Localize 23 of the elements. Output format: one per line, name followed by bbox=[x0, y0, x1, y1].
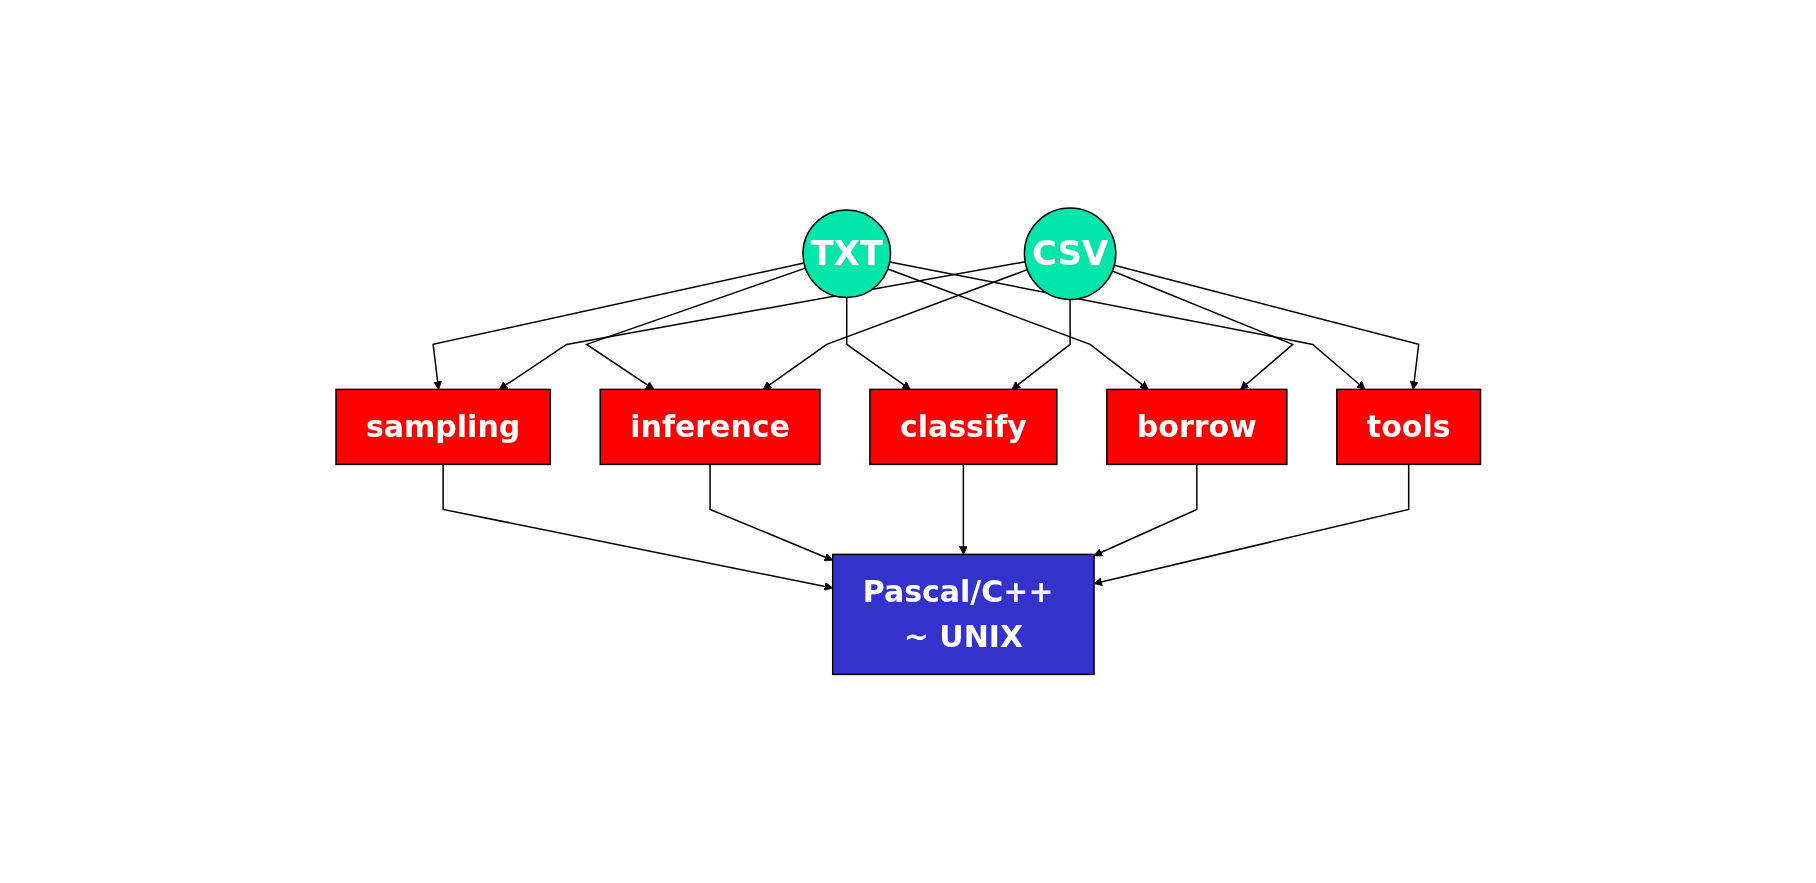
arrow bbox=[888, 261, 1366, 391]
node-box: inference bbox=[599, 388, 821, 466]
arrow bbox=[498, 261, 1026, 391]
arrow bbox=[958, 463, 968, 556]
arrow bbox=[709, 463, 833, 562]
node-box: tools bbox=[1335, 388, 1481, 466]
arrow bbox=[1011, 298, 1071, 391]
arrow bbox=[584, 267, 806, 391]
node-circle: TXT bbox=[801, 209, 891, 299]
arrow bbox=[1093, 463, 1198, 557]
node-box: borrow bbox=[1105, 388, 1288, 466]
arrow bbox=[1113, 264, 1420, 391]
arrow bbox=[845, 297, 911, 391]
node-box: sampling bbox=[335, 388, 551, 466]
arrow bbox=[442, 463, 833, 592]
arrow bbox=[886, 268, 1149, 391]
arrow bbox=[762, 269, 1028, 391]
arrow bbox=[1093, 463, 1410, 587]
node-box: Pascal/C++ ~ UNIX bbox=[831, 553, 1095, 676]
arrow bbox=[1111, 270, 1294, 391]
arrow bbox=[432, 262, 805, 391]
node-box: classify bbox=[868, 388, 1058, 466]
node-circle: CSV bbox=[1023, 207, 1117, 301]
